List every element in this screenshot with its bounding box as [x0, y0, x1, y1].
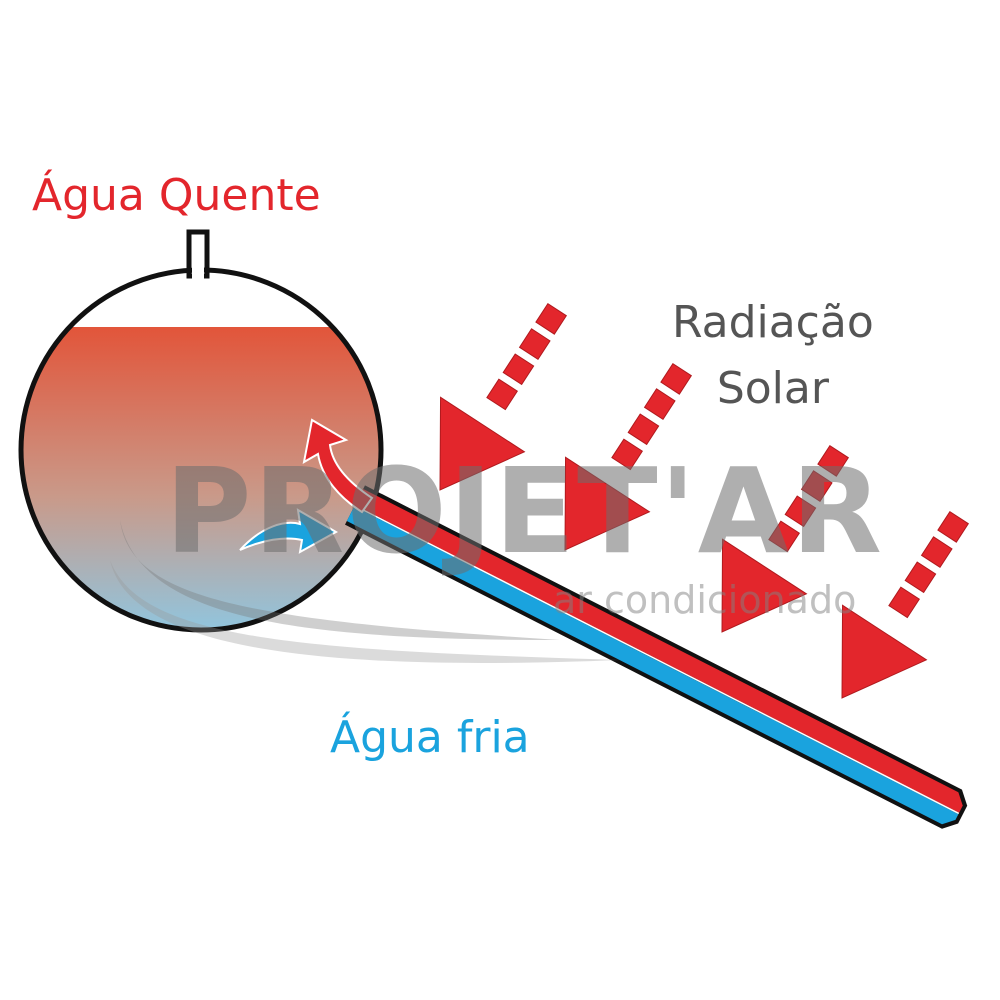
cold-water-label: Água fria	[330, 712, 530, 763]
collector-tube	[345, 485, 968, 829]
cold-flow-arrow-icon	[239, 508, 339, 554]
watermark-tagline: ar condicionado	[553, 578, 857, 622]
solar-radiation-line2: Solar	[716, 363, 829, 414]
cold-channel	[346, 506, 959, 825]
solar-radiation-line1: Radiação	[672, 297, 874, 348]
hot-flow-arrow-icon	[302, 418, 374, 514]
watermark-swoosh	[110, 520, 620, 664]
watermark-brand: PROJET'AR	[165, 442, 884, 580]
hot-channel	[355, 488, 963, 813]
tank-water	[22, 327, 380, 629]
tank	[18, 229, 384, 633]
solar-radiation-label: Radiação Solar	[672, 290, 874, 422]
hot-water-label: Água Quente	[32, 170, 321, 221]
